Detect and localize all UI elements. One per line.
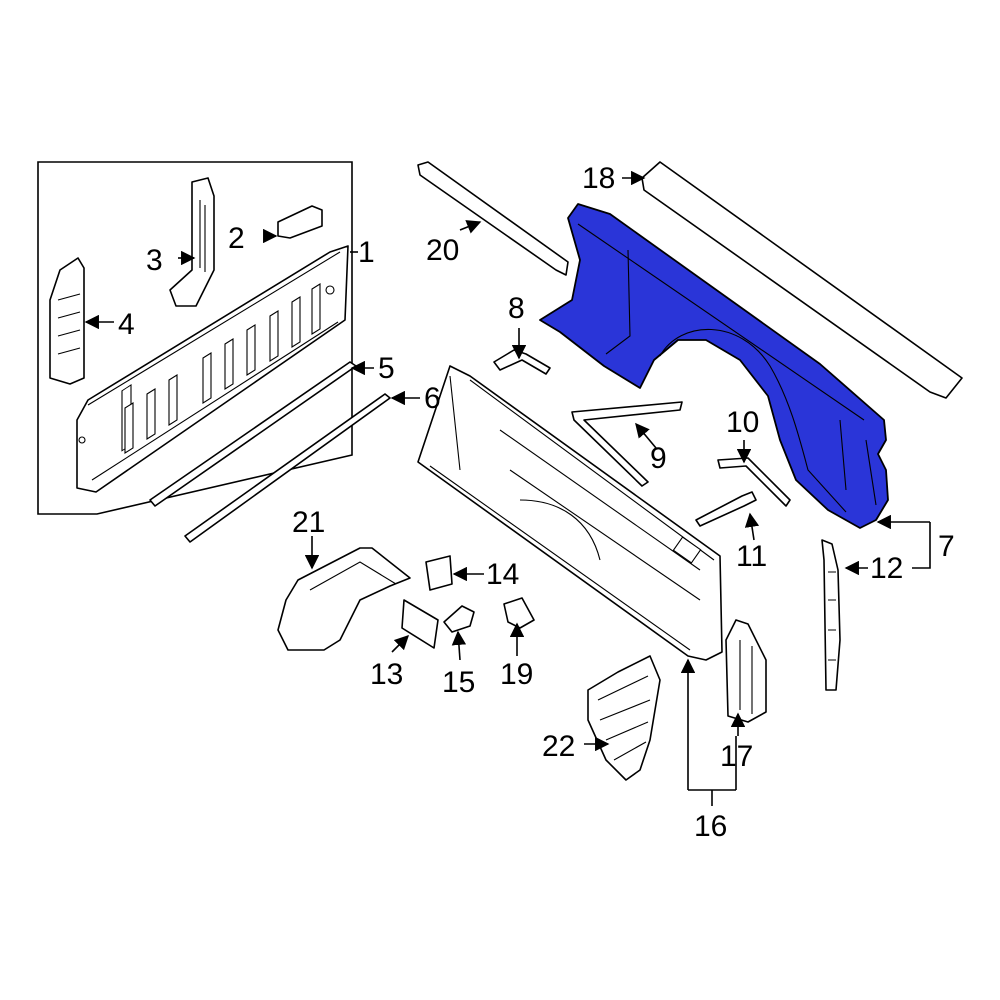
bed-side-panel-fill: [539, 203, 889, 529]
clip-cone[interactable]: [443, 605, 475, 633]
rear-corner-pillar[interactable]: [725, 619, 767, 723]
callout-4: 4: [118, 308, 135, 341]
side-rail-left[interactable]: [417, 161, 569, 276]
clip-square[interactable]: [425, 555, 453, 591]
callout-20: 20: [426, 234, 459, 267]
bed-floor[interactable]: [417, 365, 723, 661]
callout-19: 19: [500, 658, 533, 691]
callout-11: 11: [736, 540, 767, 573]
callout-18: 18: [582, 162, 615, 195]
callout-13: 13: [370, 658, 403, 691]
bed-support-rod[interactable]: [571, 401, 683, 487]
tailgate-kit-box: [37, 161, 353, 515]
bed-brace-small[interactable]: [493, 349, 551, 375]
callout-3: 3: [146, 244, 163, 277]
callout-22: 22: [542, 730, 575, 763]
bed-side-panel[interactable]: [539, 203, 889, 529]
callout-9: 9: [650, 442, 667, 475]
callout-2: 2: [228, 222, 245, 255]
rear-support-rod[interactable]: [695, 491, 757, 527]
tailgate-end-cap-right[interactable]: [169, 177, 215, 307]
callout-8: 8: [508, 292, 525, 325]
callout-6: 6: [424, 382, 441, 415]
bed-side-pillar[interactable]: [821, 539, 841, 691]
callout-7: 7: [938, 530, 955, 563]
callout-16: 16: [694, 810, 727, 843]
bumper-block[interactable]: [503, 597, 535, 629]
callout-17: 17: [720, 740, 753, 773]
callout-15: 15: [442, 666, 475, 699]
side-rail-right[interactable]: [641, 161, 963, 399]
callout-10: 10: [726, 406, 759, 439]
callout-12: 12: [870, 552, 903, 585]
tailgate-slots: [124, 283, 321, 454]
tailgate-end-cap-left[interactable]: [49, 257, 85, 385]
tailgate-panel[interactable]: [76, 245, 349, 493]
callout-labels: 1 2 3 4 5 6 7 8 9 10 11 12 13 14 15 16 1…: [118, 162, 955, 843]
callout-21: 21: [292, 506, 325, 539]
callout-1: 1: [358, 236, 375, 269]
wheelhouse-liner[interactable]: [277, 547, 411, 651]
callout-14: 14: [486, 558, 519, 591]
small-panel[interactable]: [401, 599, 439, 649]
tailgate-seal-lower[interactable]: [184, 393, 391, 543]
callout-5: 5: [378, 352, 395, 385]
wheelhouse-shield[interactable]: [587, 655, 661, 781]
tailgate-bracket[interactable]: [277, 205, 323, 239]
leader-lines: [84, 170, 931, 806]
